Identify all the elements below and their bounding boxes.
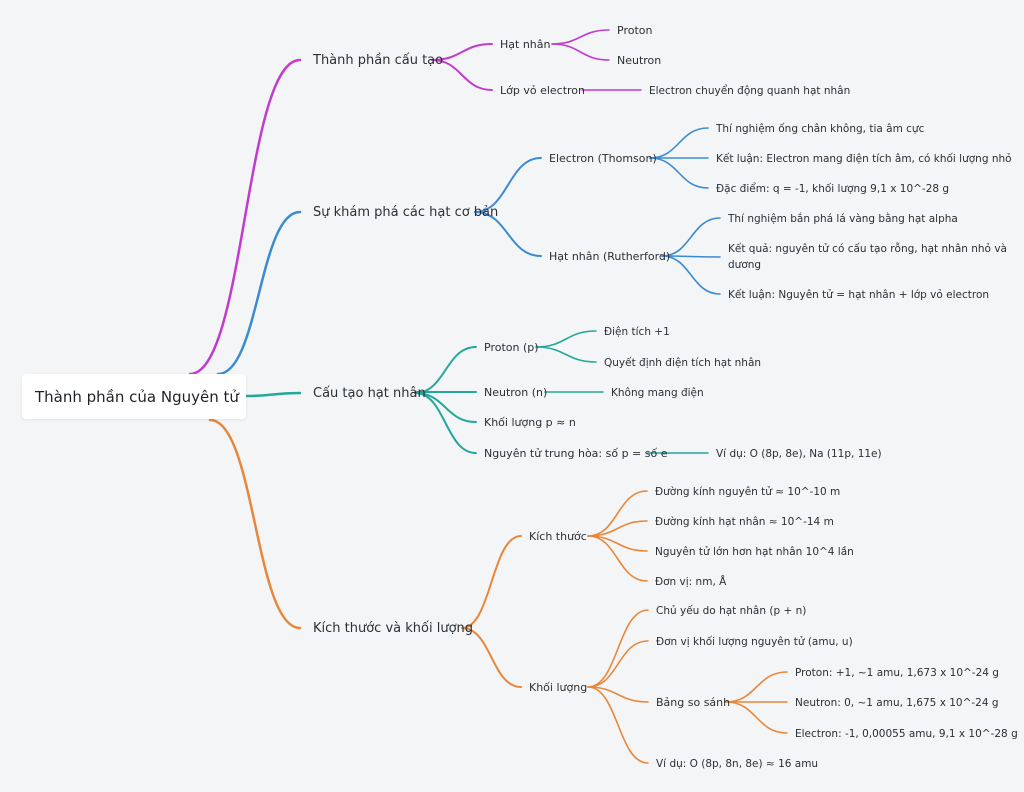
node-thomson-3[interactable]: Đặc điểm: q = -1, khối lượng 9,1 x 10^-2…	[716, 182, 949, 195]
link-compare-electron	[725, 701, 788, 734]
link-root-composition	[188, 58, 302, 376]
node-neutron-n[interactable]: Neutron (n)	[484, 386, 547, 399]
node-neutron-charge[interactable]: Không mang điện	[611, 387, 704, 399]
node-rutherford-2-cont[interactable]: dương	[728, 259, 761, 271]
node-electron-note[interactable]: Electron chuyển động quanh hạt nhân	[649, 84, 850, 97]
node-hat-nhan[interactable]: Hạt nhân	[500, 38, 551, 51]
branch-discovery: Sự khám phá các hạt cơ bản Electron (Tho…	[313, 123, 1012, 301]
link-nucleus-neutral	[414, 392, 477, 454]
link-proton-role	[535, 346, 597, 363]
link-root-nucleus	[244, 391, 302, 398]
node-kich-thuoc-khoi-luong[interactable]: Kích thước và khối lượng	[313, 621, 473, 636]
node-mass-1[interactable]: Chủ yếu do hạt nhân (p + n)	[656, 605, 806, 617]
node-rutherford-2[interactable]: Kết quả: nguyên tử có cấu tạo rỗng, hạt …	[728, 242, 1007, 255]
node-neutral-atom[interactable]: Nguyên tử trung hòa: số p = số e	[484, 447, 668, 460]
node-mass-equal[interactable]: Khối lượng p ≈ n	[484, 416, 576, 429]
link-size-1	[587, 490, 648, 537]
link-thomson-1	[649, 127, 709, 159]
node-neutron[interactable]: Neutron	[617, 54, 661, 67]
node-thanh-phan-cau-tao[interactable]: Thành phần cấu tạo	[312, 53, 443, 68]
node-size-2[interactable]: Đường kính hạt nhân ≈ 10^-14 m	[655, 516, 834, 528]
node-cau-tao-hat-nhan[interactable]: Cấu tạo hạt nhân	[313, 386, 426, 401]
link-mass-1	[587, 609, 649, 688]
node-proton-role[interactable]: Quyết định điện tích hạt nhân	[604, 357, 761, 369]
node-proton-charge[interactable]: Điện tích +1	[604, 326, 670, 338]
link-thomson-3	[649, 157, 709, 189]
link-mass-example	[587, 686, 649, 764]
link-discovery-rutherford	[474, 211, 542, 257]
node-rutherford[interactable]: Hạt nhân (Rutherford)	[549, 250, 670, 263]
branch-composition: Thành phần cấu tạo Hạt nhân Proton Neutr…	[312, 24, 850, 97]
node-compare-electron[interactable]: Electron: -1, 0,00055 amu, 9,1 x 10^-28 …	[795, 728, 1018, 740]
node-compare-proton[interactable]: Proton: +1, ~1 amu, 1,673 x 10^-24 g	[795, 667, 999, 679]
node-size-3[interactable]: Nguyên tử lớn hơn hạt nhân 10^4 lần	[655, 546, 854, 558]
link-rutherford-1	[661, 217, 721, 257]
root-node-box[interactable]	[22, 374, 246, 419]
node-khoi-luong[interactable]: Khối lượng	[529, 681, 587, 694]
node-bang-so-sanh[interactable]: Bảng so sánh	[656, 696, 730, 709]
link-hatnhan-neutron	[551, 43, 610, 61]
node-size-1[interactable]: Đường kính nguyên tử ≈ 10^-10 m	[655, 486, 840, 498]
node-su-kham-pha[interactable]: Sự khám phá các hạt cơ bản	[313, 205, 498, 220]
link-sizemass-size	[461, 535, 522, 629]
link-mass-2	[587, 640, 649, 688]
link-size-4	[587, 535, 648, 582]
link-composition-hatnhan	[431, 43, 493, 61]
link-compare-proton	[725, 671, 788, 703]
connector-lines	[188, 29, 788, 764]
link-composition-lopvo	[431, 59, 493, 91]
link-root-discovery	[216, 210, 302, 376]
node-compare-neutron[interactable]: Neutron: 0, ~1 amu, 1,675 x 10^-24 g	[795, 697, 999, 709]
node-thomson[interactable]: Electron (Thomson)	[549, 152, 657, 165]
link-proton-charge	[535, 330, 597, 348]
node-lop-vo-electron[interactable]: Lớp vỏ electron	[500, 84, 585, 97]
node-kich-thuoc[interactable]: Kích thước	[529, 530, 587, 543]
link-root-size-mass	[208, 418, 302, 630]
root-node[interactable]: Thành phần của Nguyên tử	[34, 388, 240, 406]
node-mass-example[interactable]: Ví dụ: O (8p, 8n, 8e) ≈ 16 amu	[656, 758, 818, 770]
node-rutherford-1[interactable]: Thí nghiệm bắn phá lá vàng bằng hạt alph…	[727, 212, 958, 225]
link-discovery-thomson	[474, 157, 542, 213]
branch-nucleus: Cấu tạo hạt nhân Proton (p) Điện tích +1…	[313, 326, 882, 460]
node-size-4[interactable]: Đơn vị: nm, Å	[655, 575, 727, 588]
node-thomson-1[interactable]: Thí nghiệm ống chân không, tia âm cực	[715, 123, 925, 135]
link-sizemass-mass	[461, 627, 522, 688]
node-thomson-2[interactable]: Kết luận: Electron mang điện tích âm, có…	[716, 153, 1012, 165]
node-mass-2[interactable]: Đơn vị khối lượng nguyên tử (amu, u)	[656, 636, 853, 648]
branch-size-mass: Kích thước và khối lượng Kích thước Đườn…	[313, 486, 1018, 770]
link-rutherford-3	[661, 255, 721, 295]
node-proton[interactable]: Proton	[617, 24, 652, 37]
node-neutral-example[interactable]: Ví dụ: O (8p, 8e), Na (11p, 11e)	[716, 448, 882, 460]
node-proton-p[interactable]: Proton (p)	[484, 341, 539, 354]
node-rutherford-3[interactable]: Kết luận: Nguyên tử = hạt nhân + lớp vỏ …	[728, 289, 989, 301]
link-mass-compare	[587, 686, 649, 703]
